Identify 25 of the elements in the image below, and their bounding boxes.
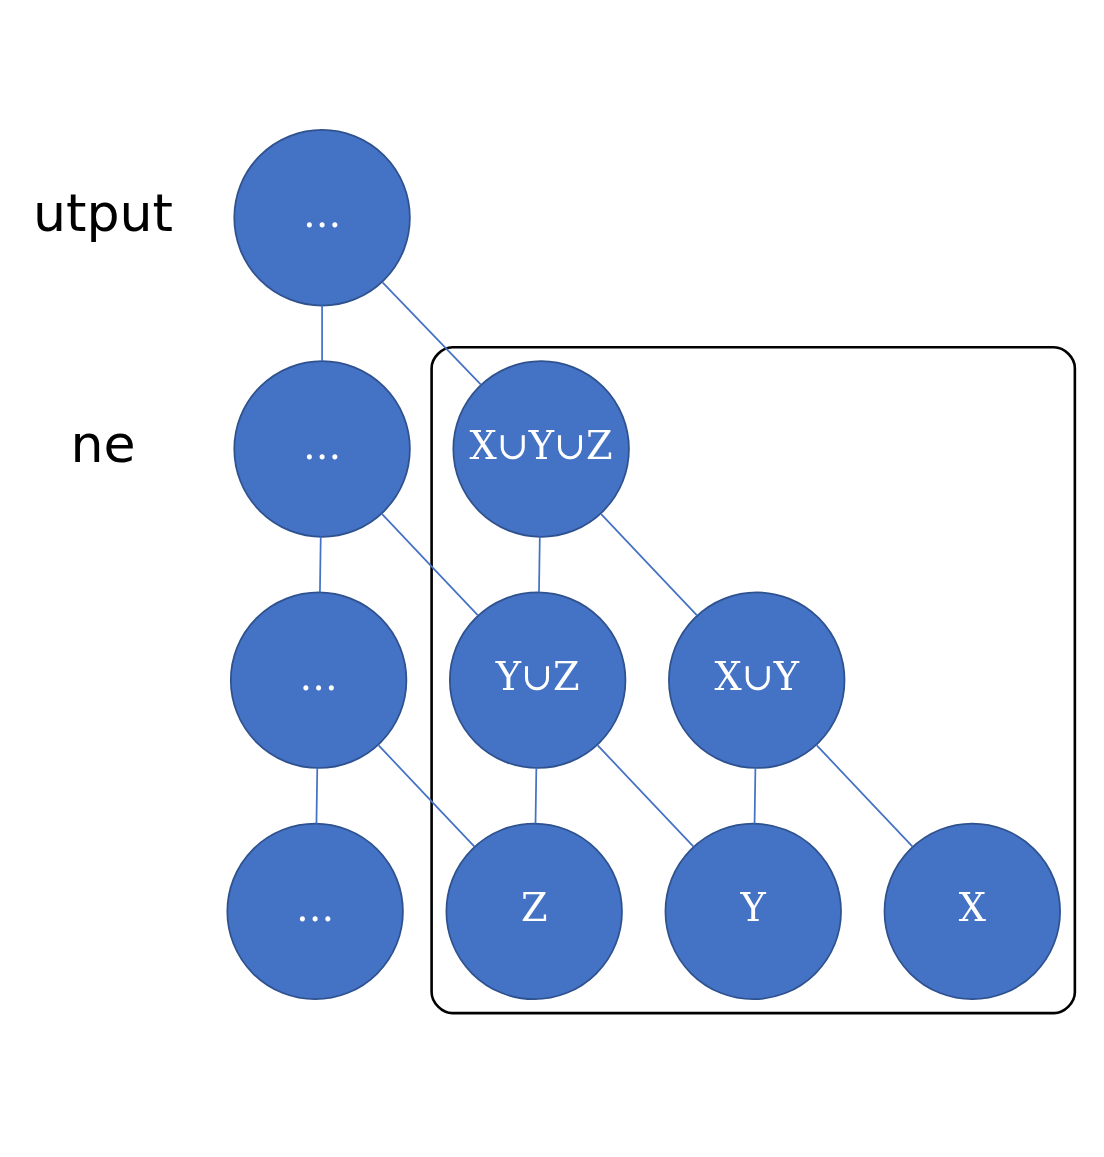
connector [377,744,476,848]
node-circle: X∪Y [668,591,846,769]
connector [815,744,914,848]
label: utput [32,182,174,243]
node-circle: … [233,360,411,538]
connector [381,281,482,386]
node-circle: … [233,129,411,307]
connector [753,767,757,825]
node-circle: X [883,822,1061,1001]
node-circle: … [229,591,408,769]
node-circle: … [226,822,404,1001]
label: ne [70,414,136,475]
node-circle: X∪Y∪Z [452,360,630,538]
connector [534,767,538,825]
node-circle: Y∪Z [449,591,627,769]
connector [315,767,319,825]
node-circle: Z [445,822,623,1001]
connector [596,744,695,848]
connector [381,513,479,617]
connector [319,535,322,594]
cluster [430,345,1077,1015]
connector [600,513,698,617]
connector [321,304,323,362]
connector [538,535,541,594]
node-circle: Y [664,822,842,1001]
